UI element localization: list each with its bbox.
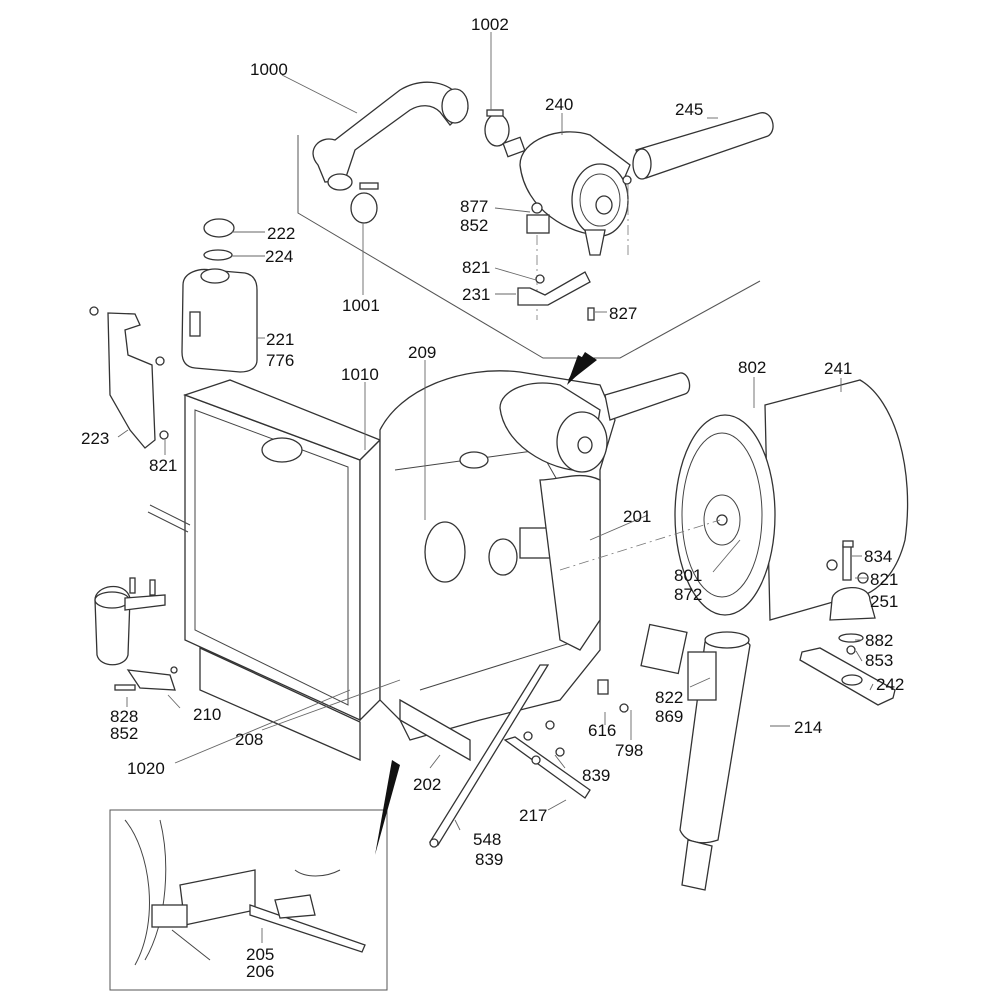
hose-clamp-1001: [350, 182, 379, 224]
stay-bar-548: [429, 664, 550, 848]
callout-240: 240: [545, 95, 573, 114]
callout-210: 210: [193, 705, 221, 724]
callout-822: 822: [655, 688, 683, 707]
callout-834: 834: [864, 547, 892, 566]
callout-839-stay: 839: [475, 850, 503, 869]
callout-872: 872: [674, 585, 702, 604]
intake-hose-1000: [312, 81, 469, 191]
air-filter-installed: [499, 355, 691, 473]
callout-1020: 1020: [127, 759, 165, 778]
callout-223: 223: [81, 429, 109, 448]
callout-869: 869: [655, 707, 683, 726]
detail-pointer-arrow: [567, 355, 591, 385]
callout-877: 877: [460, 197, 488, 216]
hose-clamp-1002: [484, 109, 510, 147]
callout-202: 202: [413, 775, 441, 794]
callout-776: 776: [266, 351, 294, 370]
callout-801: 801: [674, 566, 702, 585]
stay-bar-217: [503, 720, 591, 799]
callout-222: 222: [267, 224, 295, 243]
callout-251: 251: [870, 592, 898, 611]
callout-242: 242: [876, 675, 904, 694]
radiator-bracket-223: [89, 306, 169, 449]
callout-224: 224: [265, 247, 293, 266]
callout-205: 205: [246, 945, 274, 964]
callout-821-mount: 821: [870, 570, 898, 589]
mount-bracket-242: [799, 647, 896, 706]
muffler-214: [640, 623, 751, 891]
callout-208: 208: [235, 730, 263, 749]
clip-616: [597, 679, 629, 713]
callout-1001: 1001: [342, 296, 380, 315]
leader-lines: [117, 32, 874, 943]
callout-214: 214: [794, 718, 822, 737]
air-filter-240: [502, 131, 631, 256]
callout-821-filter: 821: [462, 258, 490, 277]
bracket-231: [517, 175, 632, 321]
fuel-filter: [94, 577, 178, 691]
callout-852: 852: [460, 216, 488, 235]
oil-drain-detail-frame: [109, 760, 400, 991]
callout-798: 798: [615, 741, 643, 760]
callout-821-bracket: 821: [149, 456, 177, 475]
callout-827: 827: [609, 304, 637, 323]
callout-852-fuel: 852: [110, 724, 138, 743]
outlet-pipe-245: [632, 112, 774, 180]
callout-201: 201: [623, 507, 651, 526]
coolant-tank-221: [181, 218, 258, 373]
callout-245: 245: [675, 100, 703, 119]
callout-616: 616: [588, 721, 616, 740]
callout-828: 828: [110, 707, 138, 726]
callout-labels: 1000 1002 240 245 877 852 222 224 821 23…: [81, 15, 904, 981]
callout-853: 853: [865, 651, 893, 670]
callout-1002: 1002: [471, 15, 509, 34]
callout-839: 839: [582, 766, 610, 785]
callout-206: 206: [246, 962, 274, 981]
callout-548: 548: [473, 830, 501, 849]
callout-221: 221: [266, 330, 294, 349]
callout-802: 802: [738, 358, 766, 377]
callout-1000: 1000: [250, 60, 288, 79]
callout-1010: 1010: [341, 365, 379, 384]
callout-209: 209: [408, 343, 436, 362]
callout-882: 882: [865, 631, 893, 650]
detail-pointer-arrow-bottom: [375, 760, 400, 855]
callout-231: 231: [462, 285, 490, 304]
callout-217: 217: [519, 806, 547, 825]
radiator-assembly: [147, 379, 382, 761]
callout-241: 241: [824, 359, 852, 378]
flywheel-housing-241: [559, 379, 909, 621]
